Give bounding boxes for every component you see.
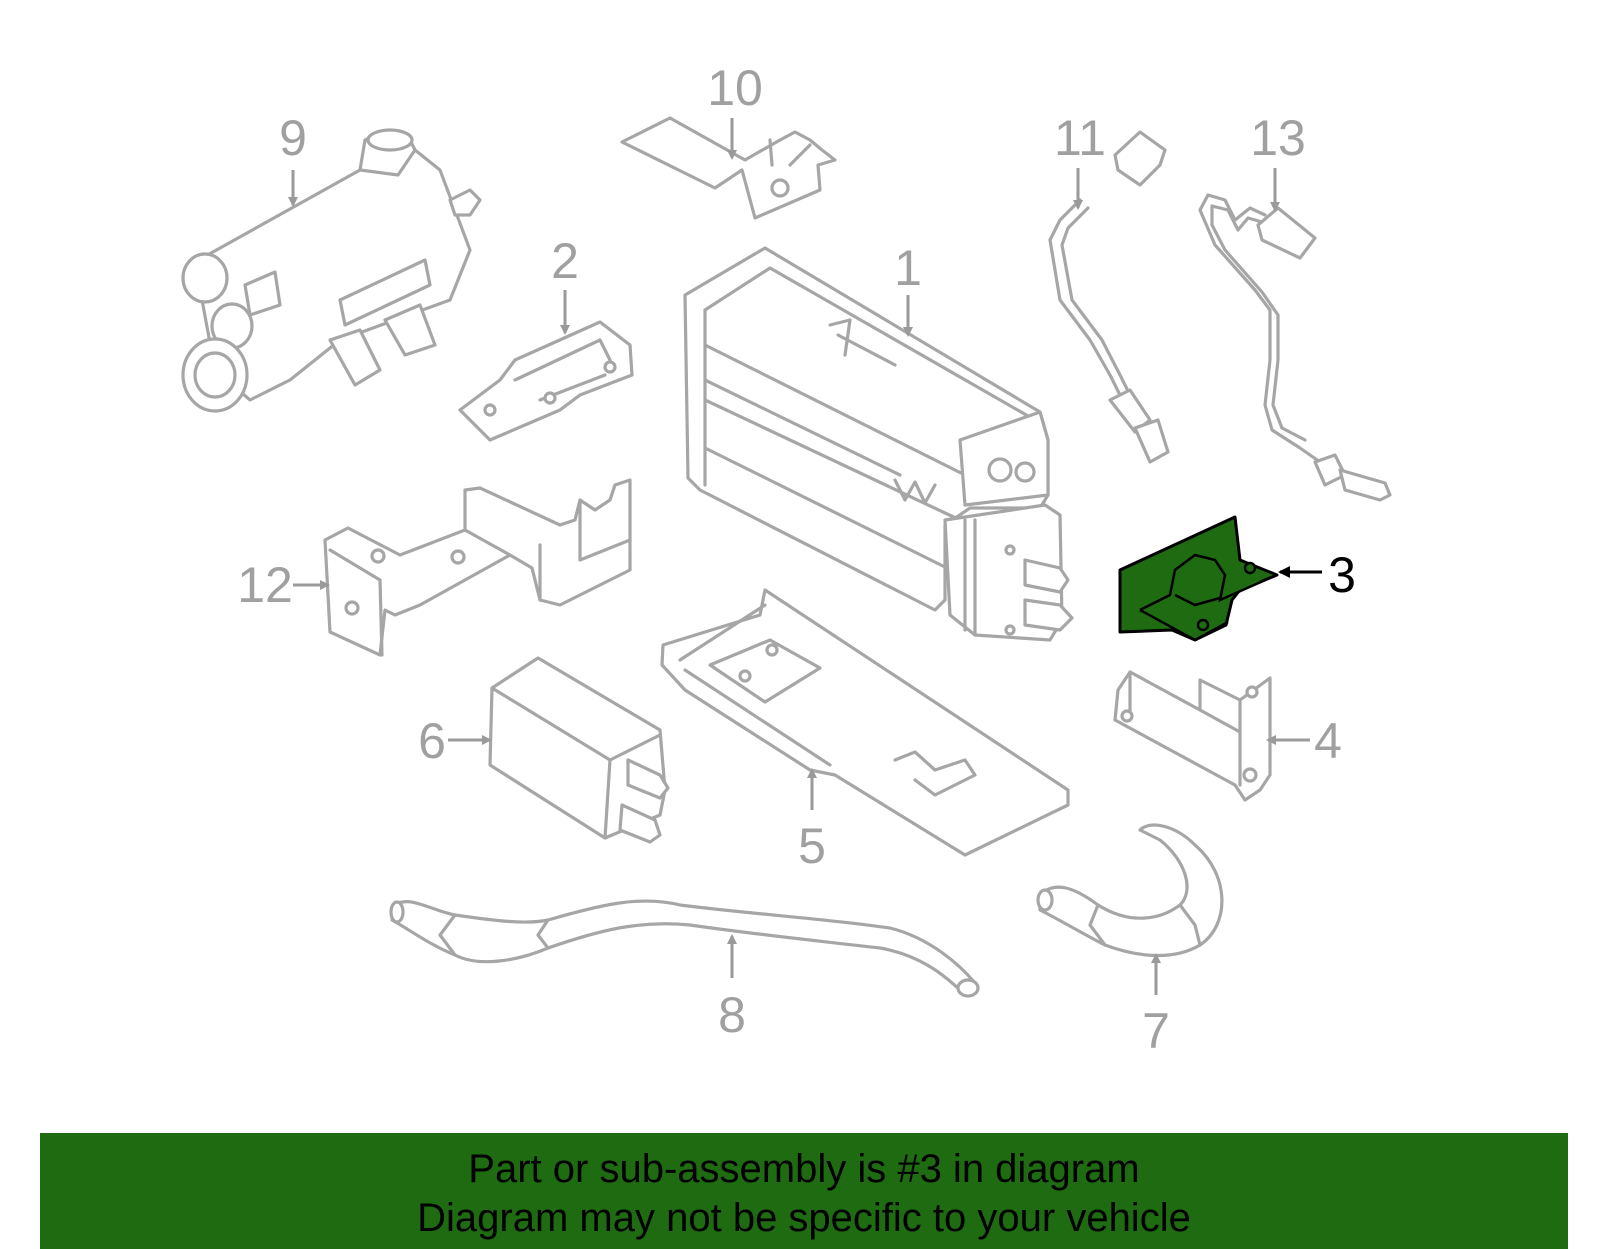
part-11-sensor[interactable] [1048,130,1170,464]
callout-4: 4 [1314,713,1342,769]
callout-13: 13 [1250,110,1306,166]
part-13-sensor[interactable] [1198,193,1392,502]
callout-9: 9 [279,110,307,166]
part-4-bracket[interactable] [1113,670,1272,802]
part-5-shield[interactable] [660,588,1070,857]
part-9-purge-valve[interactable] [181,128,482,413]
callout-1: 1 [894,240,922,296]
banner-line-1: Part or sub-assembly is #3 in diagram [468,1147,1140,1191]
parts-diagram: 9 10 2 1 11 13 12 6 5 4 8 7 3 [181,60,1392,1059]
part-6-filter[interactable] [488,656,670,844]
banner-line-2: Diagram may not be specific to your vehi… [417,1196,1191,1240]
part-3-bracket-highlighted[interactable] [1118,515,1279,642]
part-12-bracket[interactable] [323,478,632,657]
info-banner: Part or sub-assembly is #3 in diagram Di… [40,1133,1568,1249]
callout-7: 7 [1142,1003,1170,1059]
part-8-hose[interactable] [389,899,980,998]
part-7-hose[interactable] [1036,823,1224,958]
callout-2: 2 [551,233,579,289]
callout-6: 6 [418,713,446,769]
callout-11: 11 [1054,110,1106,166]
callout-12: 12 [237,557,293,613]
leader-lines [288,118,1322,995]
callouts: 9 10 2 1 11 13 12 6 5 4 8 7 3 [237,60,1356,1059]
callout-3: 3 [1328,547,1356,603]
callout-8: 8 [718,987,746,1043]
part-10-bracket[interactable] [620,116,837,220]
part-1-canister[interactable] [683,246,1074,642]
part-2-bracket[interactable] [458,320,634,442]
callout-10: 10 [707,60,763,116]
callout-5: 5 [798,818,826,874]
